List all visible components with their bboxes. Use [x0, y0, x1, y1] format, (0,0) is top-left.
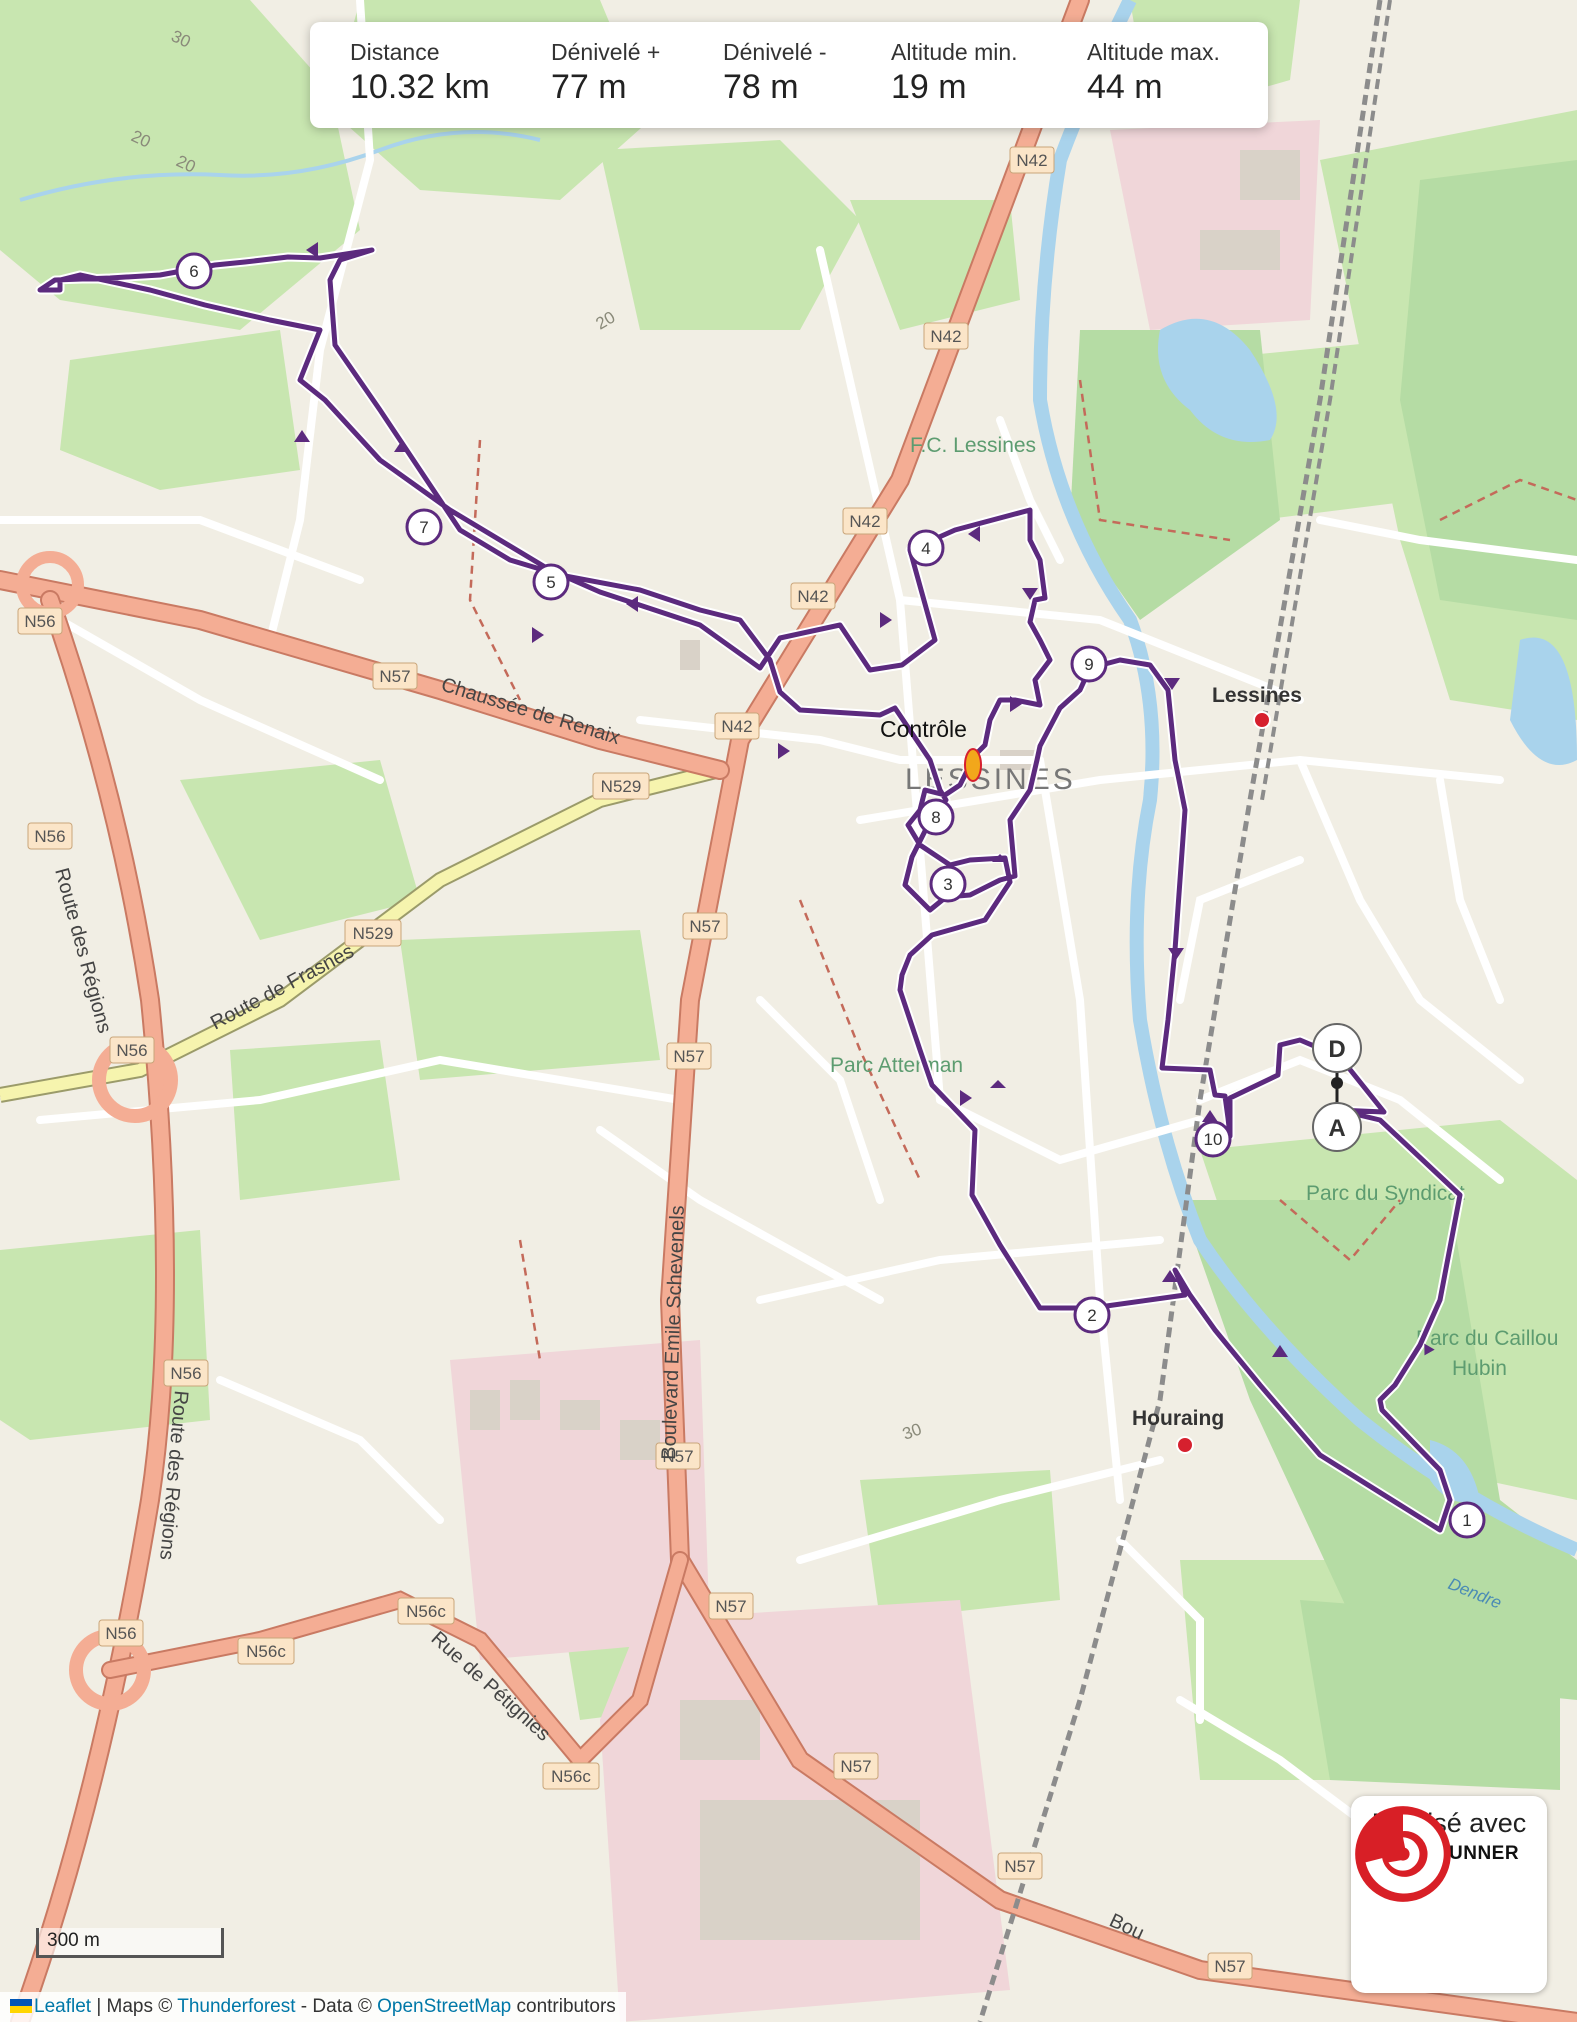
svg-text:5: 5 — [546, 573, 555, 592]
waypoint-marker[interactable]: 5 — [532, 563, 570, 601]
osm-link[interactable]: OpenStreetMap — [377, 1996, 512, 2017]
thunderforest-link[interactable]: Thunderforest — [177, 1996, 296, 2017]
shield-n57: N57 — [689, 917, 720, 936]
waypoint-marker[interactable]: 4 — [907, 529, 945, 567]
shield-n57: N57 — [662, 1447, 693, 1466]
shield-n56: N56 — [170, 1364, 201, 1383]
shield-n56: N56 — [105, 1624, 136, 1643]
svg-text:3: 3 — [943, 875, 952, 894]
station-lessines-dot — [1253, 711, 1271, 729]
shield-n42: N42 — [1016, 151, 1047, 170]
stat-value: 19 m — [891, 68, 967, 107]
waypoint-marker[interactable]: 10 — [1194, 1120, 1232, 1158]
parc-atterman-label: Parc Atterman — [830, 1054, 963, 1077]
stream — [19, 130, 541, 202]
route-stats-panel: Distance 10.32 km Dénivelé + 77 m Dénive… — [310, 22, 1268, 128]
waypoints: 1 2 3 4 5 6 7 8 9 10 — [175, 252, 1486, 1539]
shield-n57: N57 — [715, 1597, 746, 1616]
control-label: Contrôle — [880, 716, 967, 742]
finish-marker[interactable]: D — [1312, 1023, 1362, 1073]
stat-value: 44 m — [1087, 68, 1163, 107]
svg-text:4: 4 — [921, 539, 930, 558]
stat-label: Altitude min. — [891, 39, 1018, 65]
parc-caillou-label: Parc du Caillou — [1416, 1327, 1558, 1350]
svg-text:D: D — [1328, 1036, 1345, 1063]
openrunner-logo-icon — [1355, 1806, 1451, 1902]
control-marker[interactable]: Contrôle — [880, 716, 982, 782]
stat-elevation-loss: Dénivelé - 78 m — [723, 39, 891, 128]
stat-altitude-min: Altitude min. 19 m — [891, 39, 1087, 128]
shield-n529: N529 — [353, 924, 394, 943]
stat-value: 10.32 km — [350, 68, 490, 107]
shield-n57: N57 — [379, 667, 410, 686]
svg-text:6: 6 — [189, 262, 198, 281]
openrunner-credit[interactable]: Réalisé avec OPENRUNNER — [1351, 1796, 1547, 1993]
fc-lessines-label: F.C. Lessines — [910, 434, 1036, 457]
svg-text:2: 2 — [1087, 1306, 1096, 1325]
stat-value: 78 m — [723, 68, 799, 107]
shield-n42: N42 — [930, 327, 961, 346]
minor-roads — [0, 0, 1577, 1824]
station-houraing-dot — [1176, 1436, 1194, 1454]
stat-label: Distance — [350, 39, 440, 65]
leaflet-link[interactable]: Leaflet — [34, 1996, 92, 2017]
route-arrows — [294, 242, 1435, 1357]
shield-n42: N42 — [797, 587, 828, 606]
attribution-bar: Leaflet | Maps © Thunderforest - Data © … — [0, 1992, 626, 2022]
svg-text:1: 1 — [1462, 1511, 1471, 1530]
waypoint-marker[interactable]: 3 — [929, 865, 967, 903]
station-lessines-label: Lessines — [1212, 684, 1302, 707]
scale-bar: 300 m — [36, 1928, 224, 1958]
stat-value: 77 m — [551, 68, 627, 107]
svg-text:10: 10 — [1204, 1130, 1223, 1149]
ukraine-flag-icon — [10, 1999, 32, 2013]
svg-text:8: 8 — [931, 808, 940, 827]
waypoint-marker[interactable]: 9 — [1070, 645, 1108, 683]
svg-text:9: 9 — [1084, 655, 1093, 674]
shield-n56c: N56c — [406, 1602, 446, 1621]
shield-n56: N56 — [34, 827, 65, 846]
waypoint-marker[interactable]: 7 — [405, 508, 443, 546]
route-line — [37, 247, 1463, 1533]
shield-n57: N57 — [1214, 1957, 1245, 1976]
svg-text:A: A — [1328, 1115, 1345, 1142]
stat-label: Dénivelé + — [551, 39, 661, 65]
stat-elevation-gain: Dénivelé + 77 m — [551, 39, 723, 128]
shield-n56c: N56c — [551, 1767, 591, 1786]
shield-n529: N529 — [601, 777, 642, 796]
road-shields: N42 N42 N42 N42 N42 N56 N56 N56 N56 N56 … — [17, 146, 1253, 1980]
stat-label: Altitude max. — [1087, 39, 1220, 65]
stat-altitude-max: Altitude max. 44 m — [1087, 39, 1247, 128]
svg-text:7: 7 — [419, 518, 428, 537]
footpaths — [468, 379, 1577, 1361]
shield-n42: N42 — [849, 512, 880, 531]
shield-n57: N57 — [673, 1047, 704, 1066]
shield-n42: N42 — [721, 717, 752, 736]
stat-label: Dénivelé - — [723, 39, 827, 65]
parc-caillou-label-2: Hubin — [1452, 1357, 1507, 1380]
parc-syndicat-label: Parc du Syndicat — [1306, 1182, 1465, 1205]
shield-n57: N57 — [840, 1757, 871, 1776]
start-marker[interactable]: A — [1312, 1102, 1362, 1152]
shield-n57: N57 — [1004, 1857, 1035, 1876]
waypoint-marker[interactable]: 2 — [1073, 1296, 1111, 1334]
river-dendre — [1032, 0, 1577, 1557]
station-houraing-label: Houraing — [1132, 1407, 1224, 1430]
shield-n56: N56 — [116, 1041, 147, 1060]
waypoint-marker[interactable]: 6 — [175, 252, 213, 290]
shield-n56c: N56c — [246, 1642, 286, 1661]
waypoint-marker[interactable]: 8 — [917, 798, 955, 836]
railway — [977, 0, 1383, 2022]
waypoint-marker[interactable]: 1 — [1448, 1501, 1486, 1539]
shield-n56: N56 — [24, 612, 55, 631]
stat-distance: Distance 10.32 km — [350, 39, 551, 128]
